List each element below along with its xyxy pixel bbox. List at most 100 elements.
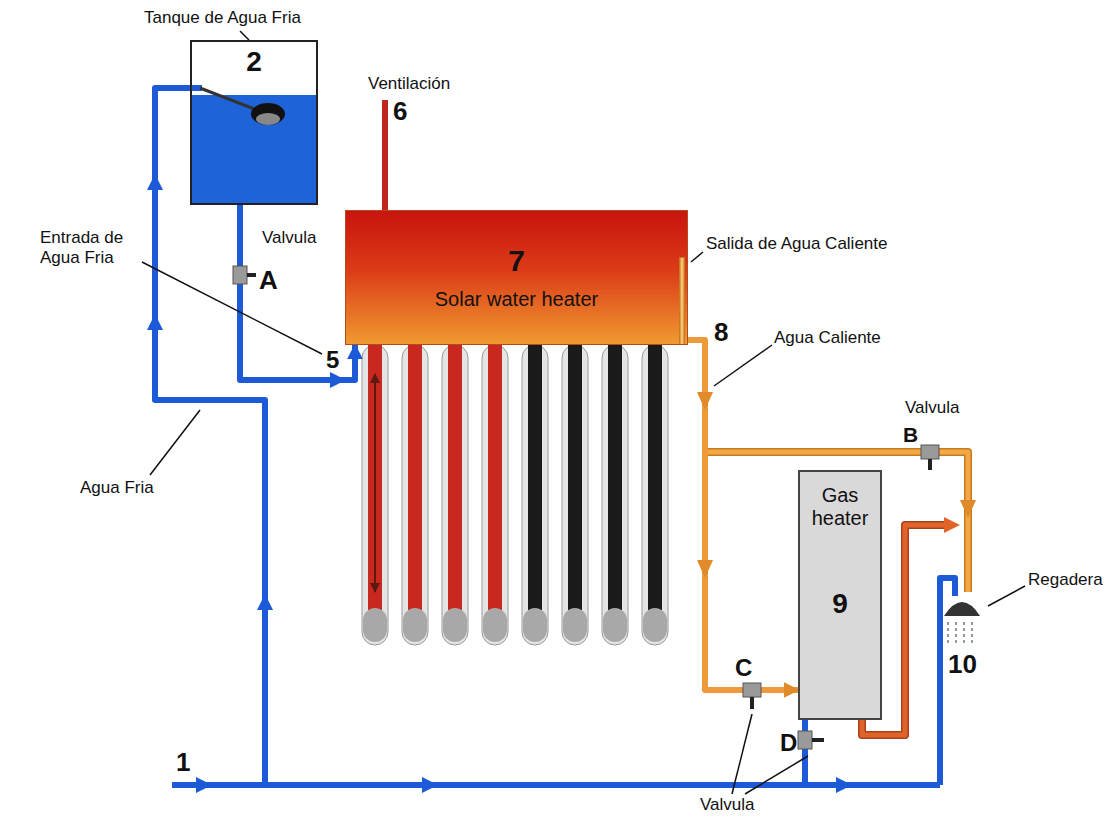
- part-label: Salida de Agua Caliente: [706, 234, 887, 254]
- node-heading: 7: [508, 244, 525, 279]
- vacuum-tubes: [642, 345, 668, 645]
- shower-head: [947, 622, 949, 644]
- flow-arrow: [422, 777, 438, 793]
- vacuum-tubes: [482, 345, 508, 645]
- vacuum-tubes: [442, 345, 468, 645]
- leader-line: [714, 345, 772, 386]
- callout-number: 8: [714, 318, 728, 348]
- part-label: Entrada de Agua Fria: [40, 228, 152, 267]
- part-label: Regadera: [1028, 570, 1103, 590]
- flow-arrow: [944, 517, 960, 533]
- vacuum-tubes: [443, 608, 467, 642]
- flow-arrow: [697, 560, 713, 578]
- flow-arrow: [697, 392, 713, 410]
- cold-pipe: [802, 720, 808, 785]
- cold-water-tank: 2: [190, 40, 318, 205]
- valve-letter: B: [903, 423, 918, 447]
- float-valve: [251, 103, 285, 125]
- vacuum-tubes: [608, 345, 622, 610]
- flow-arrow: [147, 174, 852, 793]
- vacuum-tubes: [603, 608, 627, 642]
- vacuum-tubes: [643, 608, 667, 642]
- vacuum-tubes: [362, 345, 388, 645]
- vent-pipe: [382, 100, 388, 212]
- callout-number: 5: [326, 346, 339, 374]
- shower-head: [944, 602, 980, 616]
- part-label: Ventilación: [368, 74, 450, 94]
- cold-pipe: [172, 782, 940, 788]
- vacuum-tubes: [488, 345, 502, 610]
- outlet-tube: [346, 211, 687, 344]
- tank-water: [191, 95, 317, 204]
- valve-symbol: [233, 266, 247, 284]
- tank-water: [191, 95, 317, 204]
- node-text: 9: [832, 588, 848, 620]
- vacuum-tubes: [408, 345, 422, 610]
- vacuum-tubes: [602, 345, 628, 645]
- solar-heater-tank: 7Solar water heater: [345, 210, 688, 345]
- pipe-connector: [240, 205, 355, 380]
- leader-line: [150, 410, 200, 475]
- flow-arrow: [147, 174, 163, 190]
- pipe-connector: [688, 340, 798, 690]
- flow-arrow: [147, 314, 163, 330]
- outlet-tube: [681, 258, 684, 344]
- valve-label: Valvula: [262, 228, 317, 248]
- callout-number: 6: [393, 97, 407, 127]
- valve-symbol: [743, 683, 761, 697]
- leader-line: [240, 31, 249, 40]
- part-label: Tanque de Agua Fria: [144, 8, 301, 28]
- cold-pipe: [155, 88, 955, 785]
- vacuum-tubes: [368, 345, 382, 610]
- valve-label: Valvula: [905, 398, 960, 418]
- float-valve: [200, 88, 262, 112]
- vacuum-tubes: [448, 345, 462, 610]
- vacuum-tubes: [374, 374, 376, 592]
- vent-pipe: [385, 100, 386, 212]
- vacuum-tubes: [562, 345, 588, 645]
- valve-symbol: [798, 731, 812, 749]
- leader-line: [142, 262, 322, 354]
- leader-line: [732, 714, 752, 794]
- vacuum-tubes: [568, 345, 582, 610]
- leader-line: [988, 586, 1025, 606]
- shower-head: [971, 622, 973, 644]
- hot-pipe: [705, 452, 968, 735]
- valve-symbol: [812, 738, 824, 742]
- valve-letter: D: [780, 729, 797, 757]
- part-label: Agua Caliente: [774, 328, 881, 348]
- gas-heater-box: Gas heater 9: [798, 470, 882, 720]
- float-valve: [256, 113, 280, 125]
- vacuum-tubes: [648, 345, 662, 610]
- node-heading: 2: [246, 46, 262, 78]
- valve-symbol: [928, 459, 932, 470]
- valve-label: Valvula: [700, 795, 755, 815]
- valve-symbol: [750, 697, 754, 709]
- valve-letter: C: [735, 654, 752, 682]
- shower-head: [944, 602, 980, 644]
- node-heading: Gas heater: [804, 484, 876, 530]
- leader-line: [142, 31, 1025, 794]
- valve-symbol: [921, 445, 939, 459]
- flow-arrow: [330, 372, 346, 388]
- vacuum-tubes: [563, 608, 587, 642]
- leader-line: [745, 756, 808, 794]
- callout-number: 1: [176, 748, 190, 778]
- vacuum-tubes: [483, 608, 507, 642]
- vacuum-tubes: [522, 345, 548, 645]
- outlet-tube: [679, 257, 685, 344]
- shower-head: [955, 622, 957, 644]
- vacuum-tubes: [363, 608, 387, 642]
- float-valve: [200, 88, 285, 125]
- valve-symbol: [247, 273, 256, 277]
- vacuum-tubes: [362, 345, 668, 645]
- vacuum-tubes: [402, 345, 428, 645]
- node-text: Solar water heater: [435, 288, 598, 311]
- callout-number: 10: [948, 650, 977, 680]
- flow-arrow: [836, 777, 852, 793]
- shower-head: [963, 622, 965, 644]
- part-label: Agua Fria: [80, 478, 154, 498]
- vacuum-tubes: [523, 608, 547, 642]
- flow-arrow: [960, 500, 976, 518]
